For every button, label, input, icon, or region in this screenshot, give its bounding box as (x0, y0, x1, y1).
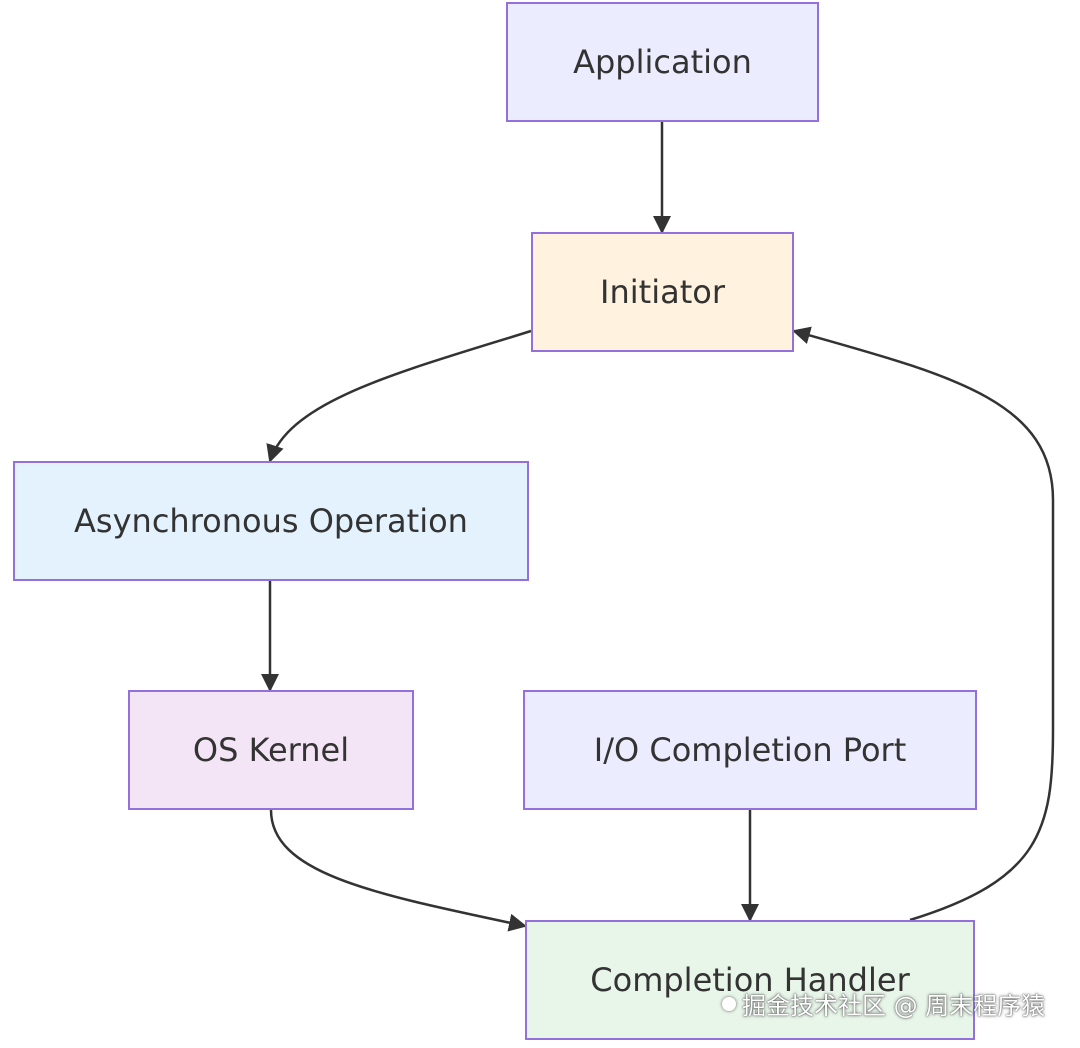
node-completion-handler: Completion Handler (525, 920, 975, 1040)
node-os-kernel: OS Kernel (128, 690, 414, 810)
edge-completion-handler-to-initiator (792, 326, 1055, 922)
watermark-text: 掘金技术社区 @ 周末程序猿 (742, 992, 1046, 1020)
node-os-kernel-label: OS Kernel (192, 731, 350, 769)
edge-initiator-to-async-operation (266, 329, 532, 463)
node-application-label: Application (573, 43, 752, 81)
node-initiator-label: Initiator (600, 273, 725, 311)
node-io-completion-port-label: I/O Completion Port (593, 731, 907, 769)
node-io-completion-port: I/O Completion Port (523, 690, 977, 810)
node-asynchronous-operation: Asynchronous Operation (13, 461, 529, 581)
edge-os-kernel-to-completion-handler (269, 809, 527, 932)
node-application: Application (506, 2, 819, 122)
node-initiator: Initiator (531, 232, 794, 352)
watermark: 掘金技术社区 @ 周末程序猿 (722, 986, 1045, 1021)
node-asynchronous-operation-label: Asynchronous Operation (74, 502, 468, 540)
node-completion-handler-label: Completion Handler (590, 961, 910, 999)
watermark-logo-icon (722, 996, 736, 1011)
